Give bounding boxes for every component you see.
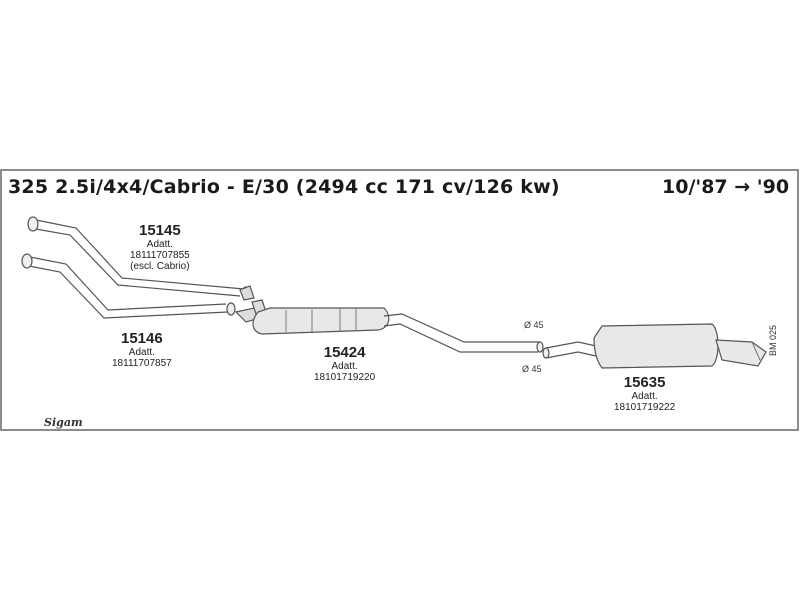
front-pipe-15146 xyxy=(21,253,236,319)
vehicle-title: 325 2.5i/4x4/Cabrio - E/30 (2494 cc 171 … xyxy=(8,176,560,198)
part-number: 15146 xyxy=(120,330,163,347)
part-oem-code: 18111707857 xyxy=(112,358,172,369)
part-oem-code: 18111707855 xyxy=(130,250,190,261)
part-adapter-label: Adatt. xyxy=(631,391,658,402)
front-pipe-15145 xyxy=(27,216,255,301)
diameter-label-upper: Ø 45 xyxy=(524,320,544,330)
part-oem-code: 18101719222 xyxy=(614,402,676,413)
part-note: (escl. Cabrio) xyxy=(130,261,190,272)
production-years: 10/'87 → '90 xyxy=(662,176,790,198)
rear-silencer-15635 xyxy=(542,323,767,369)
part-label-15635: 15635 Adatt. 18101719222 xyxy=(614,374,675,413)
part-label-15146: 15146 Adatt. 18111707857 xyxy=(112,330,172,369)
part-label-15424: 15424 Adatt. 18101719220 xyxy=(314,344,375,383)
part-oem-code: 18101719220 xyxy=(314,372,376,383)
part-number: 15424 xyxy=(323,344,366,361)
diagram-frame xyxy=(0,169,799,431)
centre-silencer-15424 xyxy=(234,299,544,353)
part-adapter-label: Adatt. xyxy=(331,361,358,372)
diameter-label-lower: Ø 45 xyxy=(522,364,542,374)
brand-logo: Sigam xyxy=(44,416,83,429)
part-adapter-label: Adatt. xyxy=(128,347,155,358)
part-adapter-label: Adatt. xyxy=(146,239,173,250)
part-label-15145: 15145 Adatt. 18111707855 (escl. Cabrio) xyxy=(130,222,190,272)
catalog-code: BM 025 xyxy=(768,324,778,356)
part-number: 15145 xyxy=(138,222,181,239)
part-number: 15635 xyxy=(623,374,666,391)
